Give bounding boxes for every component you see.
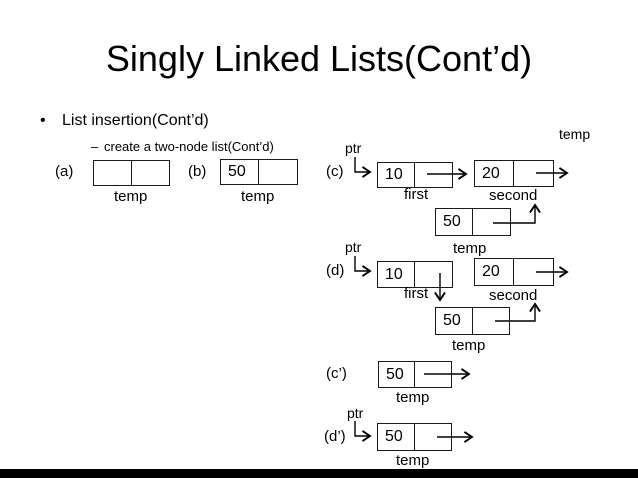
node-c-second-pointer-cell (514, 161, 553, 186)
node-b: 50 (220, 159, 298, 185)
bullet-marker: • (40, 112, 46, 129)
node-d-first-label: first (404, 285, 429, 302)
node-c-prime: 50 (378, 361, 452, 388)
node-d-first: 10 (377, 261, 453, 288)
node-c-second: 20 (474, 160, 554, 187)
node-c-second-label: second (489, 187, 538, 204)
node-b-value: 50 (221, 160, 259, 184)
node-b-label: temp (241, 188, 275, 205)
node-c-prime-pointer-cell (415, 362, 451, 387)
node-d-first-pointer-cell (415, 262, 452, 287)
node-d-temp-pointer-cell (473, 308, 510, 334)
node-c-temp: 50 (435, 208, 511, 236)
tag-a: (a) (55, 163, 74, 180)
sub-bullet-marker: – (91, 139, 99, 154)
node-c-first-pointer-cell (415, 163, 452, 187)
temp-label-top-right: temp (559, 126, 591, 142)
node-a-pointer-cell (132, 161, 170, 185)
node-d-prime-value: 50 (378, 424, 415, 450)
node-d-second-value: 20 (475, 259, 514, 285)
arrow-ptr-to-first-d (354, 256, 372, 277)
node-d-first-value: 10 (378, 262, 415, 287)
slide-title: Singly Linked Lists(Cont’d) (105, 38, 533, 79)
node-a-label: temp (114, 188, 148, 205)
ptr-label-d-prime: ptr (347, 405, 364, 421)
node-c-first-label: first (404, 186, 429, 203)
node-d-temp-value: 50 (436, 308, 473, 334)
node-d-second-label: second (489, 287, 538, 304)
node-d-prime: 50 (377, 423, 452, 451)
node-d-temp: 50 (435, 307, 510, 335)
node-a (93, 160, 170, 186)
ptr-label-d: ptr (345, 239, 362, 255)
tag-d-prime: (d’) (324, 428, 346, 445)
bullet-item: List insertion(Cont’d) (62, 112, 209, 129)
node-d-temp-label: temp (452, 337, 486, 354)
node-c-temp-label: temp (453, 240, 487, 257)
node-d-prime-pointer-cell (415, 424, 452, 450)
arrow-ptr-to-node-d-prime (354, 421, 372, 442)
arrow-ptr-to-first-c (354, 157, 372, 178)
node-c-second-value: 20 (475, 161, 514, 186)
node-c-temp-value: 50 (436, 209, 473, 235)
node-d-second: 20 (474, 258, 554, 286)
node-c-prime-value: 50 (379, 362, 415, 387)
tag-c: (c) (326, 163, 344, 180)
node-a-value (94, 161, 132, 185)
node-c-prime-label: temp (396, 389, 430, 406)
ptr-label-c: ptr (345, 140, 362, 156)
node-c-first-value: 10 (378, 163, 415, 187)
node-d-prime-label: temp (396, 452, 430, 469)
node-d-second-pointer-cell (514, 259, 553, 285)
bottom-bar (0, 469, 638, 478)
node-c-temp-pointer-cell (473, 209, 510, 235)
sub-bullet-item: create a two-node list(Cont’d) (104, 139, 274, 154)
tag-b: (b) (188, 163, 207, 180)
tag-c-prime: (c’) (326, 365, 347, 382)
node-b-pointer-cell (259, 160, 297, 184)
tag-d: (d) (326, 262, 345, 279)
node-c-first: 10 (377, 162, 453, 188)
